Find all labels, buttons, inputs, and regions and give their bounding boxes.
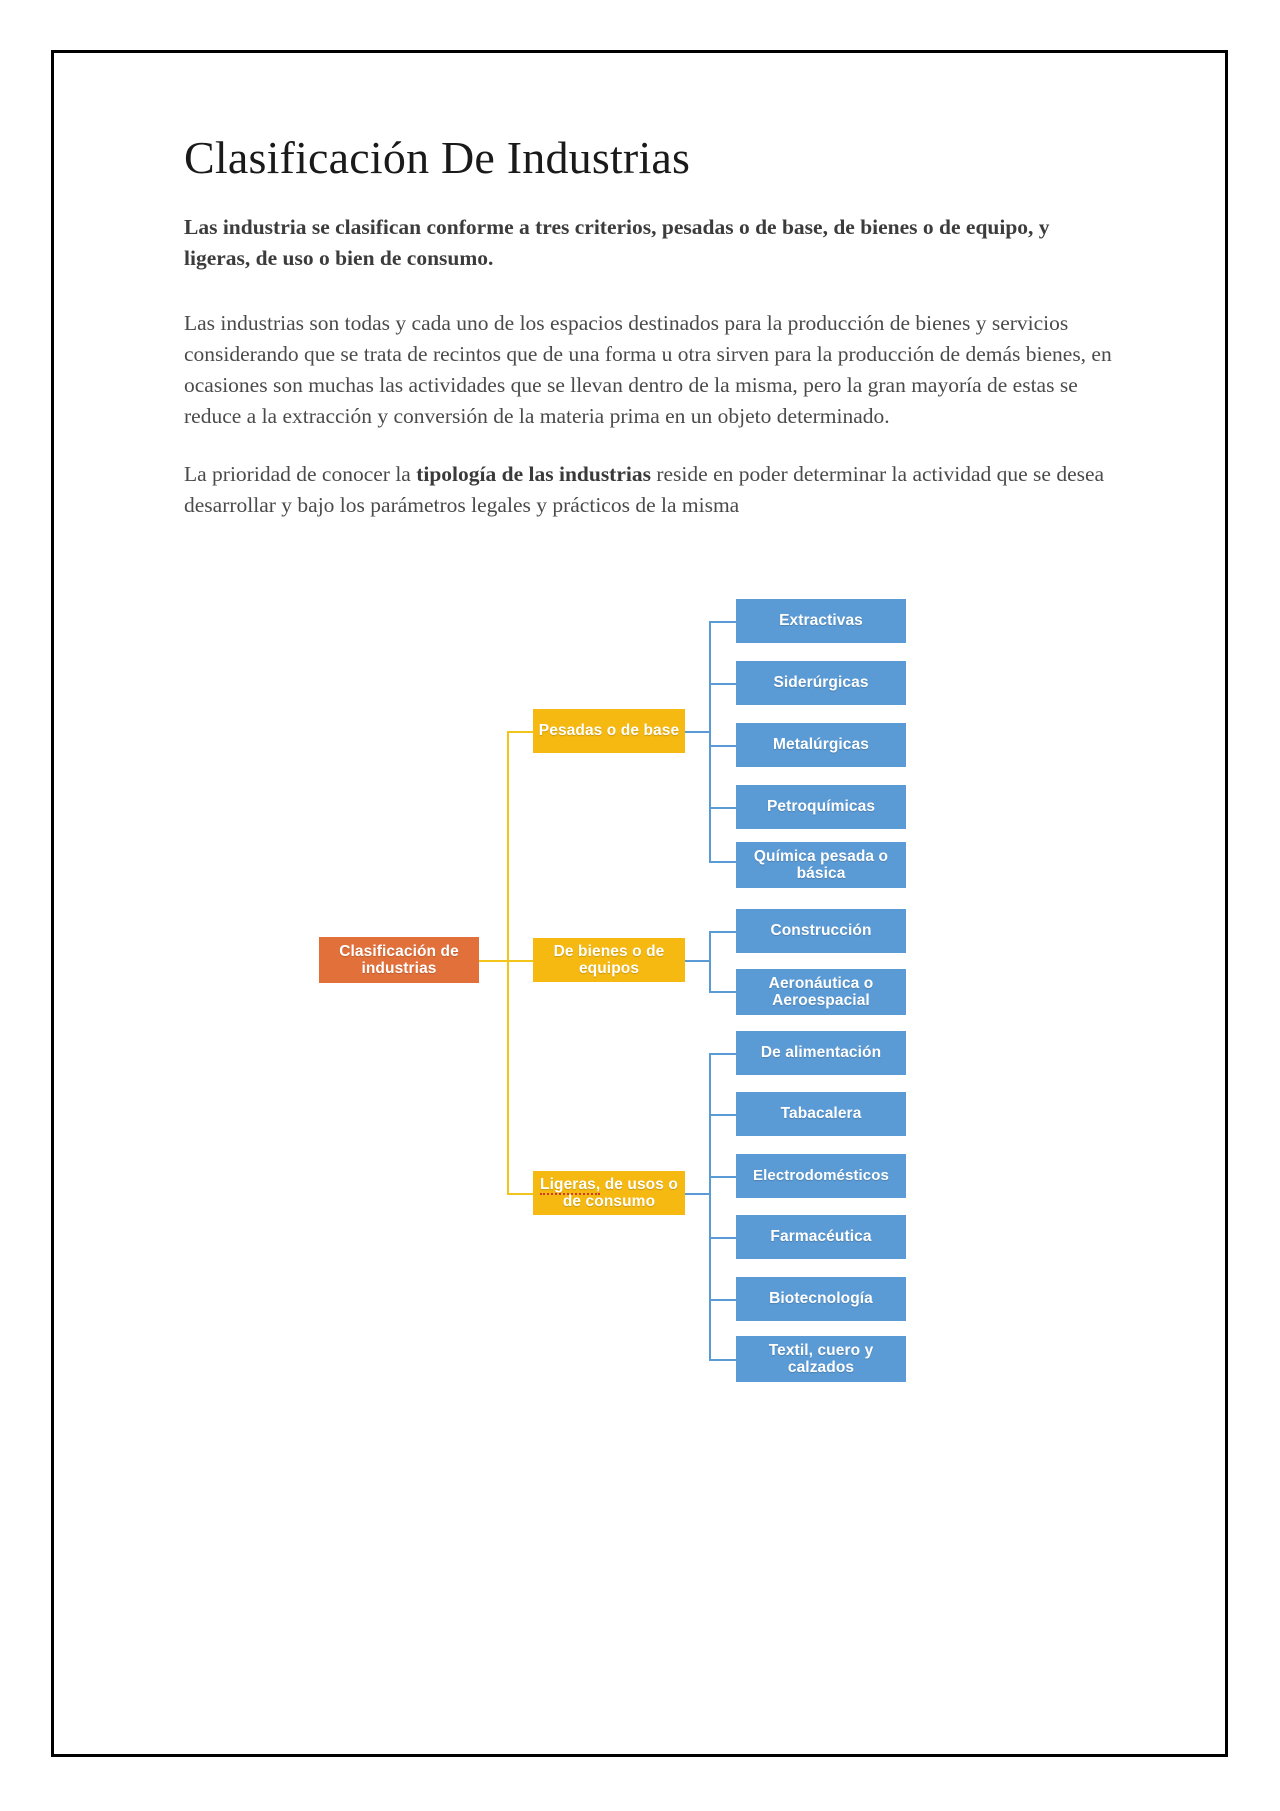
node-leaf-electrodomesticos[interactable]: Electrodomésticos: [736, 1154, 906, 1198]
classification-tree-diagram: Clasificación de industrias Pesadas o de…: [234, 599, 1094, 1473]
node-branch-bienes-label: De bienes o de equipos: [553, 942, 665, 977]
connector-leaf-construccion: [709, 931, 736, 933]
node-leaf-aeronautica[interactable]: Aeronáutica o Aeroespacial: [736, 969, 906, 1015]
node-leaf-textil-label: Textil, cuero y calzados: [768, 1341, 874, 1376]
connector-leaf-biotecnologia: [709, 1299, 736, 1301]
node-leaf-petroquimicas[interactable]: Petroquímicas: [736, 785, 906, 829]
connector-leaf-electrodomesticos: [709, 1176, 736, 1178]
connector-leaf-farmaceutica: [709, 1237, 736, 1239]
node-leaf-siderurgicas[interactable]: Siderúrgicas: [736, 661, 906, 705]
node-leaf-aeronautica-label: Aeronáutica o Aeroespacial: [768, 974, 874, 1009]
connector-branch-3: [507, 1193, 533, 1195]
node-leaf-metalurgicas-label: Metalúrgicas: [773, 736, 869, 754]
spellcheck-underline: Ligeras,: [540, 1175, 601, 1195]
connector-leaf-aeronautica: [709, 991, 736, 993]
node-root-label: Clasificación de industrias: [339, 942, 459, 977]
node-leaf-tabacalera-label: Tabacalera: [780, 1105, 862, 1123]
node-leaf-alimentacion[interactable]: De alimentación: [736, 1031, 906, 1075]
node-leaf-alimentacion-label: De alimentación: [760, 1044, 882, 1062]
connector-group2-stub: [685, 960, 709, 962]
connector-leaf-metalurgicas: [709, 745, 736, 747]
node-leaf-electrodomesticos-label: Electrodomésticos: [753, 1166, 889, 1184]
node-leaf-siderurgicas-label: Siderúrgicas: [773, 674, 869, 692]
connector-leaf-siderurgicas: [709, 683, 736, 685]
node-branch-ligeras-label: Ligeras, de usos o de consumo: [540, 1175, 678, 1210]
node-leaf-construccion-label: Construcción: [770, 922, 872, 940]
connector-group1-stub: [685, 731, 709, 733]
connector-leaf-petroquimicas: [709, 807, 736, 809]
node-leaf-quimica-pesada-label: Química pesada o básica: [753, 847, 889, 882]
body-paragraph-2: La prioridad de conocer la tipología de …: [184, 459, 1114, 521]
paragraph-suffix: reside en poder determinar la actividad …: [184, 461, 1105, 517]
node-branch-pesadas-label: Pesadas o de base: [538, 722, 680, 740]
node-leaf-extractivas-label: Extractivas: [779, 612, 863, 630]
connector-branch-1: [507, 731, 533, 733]
node-leaf-tabacalera[interactable]: Tabacalera: [736, 1092, 906, 1136]
connector-leaf-alimentacion: [709, 1053, 736, 1055]
node-leaf-petroquimicas-label: Petroquímicas: [766, 798, 876, 816]
body-paragraph-1: Las industrias son todas y cada uno de l…: [184, 310, 1112, 429]
connector-group1-spine: [709, 621, 711, 861]
connector-leaf-tabacalera: [709, 1114, 736, 1116]
page-frame: Clasificación De Industrias Las industri…: [51, 50, 1228, 1757]
node-leaf-construccion[interactable]: Construcción: [736, 909, 906, 953]
paragraph-bold-phrase: tipología de las industrias: [416, 461, 651, 486]
page-title: Clasificación De Industrias: [184, 132, 691, 183]
node-root[interactable]: Clasificación de industrias: [319, 937, 479, 983]
node-leaf-farmaceutica[interactable]: Farmacéutica: [736, 1215, 906, 1259]
connector-group3-spine: [709, 1053, 711, 1359]
connector-root-spine: [507, 731, 509, 1193]
connector-group3-stub: [685, 1193, 709, 1195]
lead-paragraph: Las industria se clasifican conforme a t…: [184, 214, 1050, 270]
node-leaf-quimica-pesada[interactable]: Química pesada o básica: [736, 842, 906, 888]
connector-group2-spine: [709, 931, 711, 991]
node-leaf-farmaceutica-label: Farmacéutica: [770, 1228, 872, 1246]
connector-leaf-quimica: [709, 861, 736, 863]
connector-root-stub: [479, 960, 507, 962]
node-leaf-biotecnologia[interactable]: Biotecnología: [736, 1277, 906, 1321]
connector-branch-2: [507, 960, 533, 962]
node-branch-bienes[interactable]: De bienes o de equipos: [533, 938, 685, 982]
connector-leaf-textil: [709, 1359, 736, 1361]
document-body: Clasificación De Industrias Las industri…: [184, 132, 1114, 547]
connector-leaf-extractivas: [709, 621, 736, 623]
node-branch-pesadas[interactable]: Pesadas o de base: [533, 709, 685, 753]
node-branch-ligeras[interactable]: Ligeras, de usos o de consumo: [533, 1171, 685, 1215]
node-leaf-extractivas[interactable]: Extractivas: [736, 599, 906, 643]
node-leaf-metalurgicas[interactable]: Metalúrgicas: [736, 723, 906, 767]
paragraph-prefix: La prioridad de conocer la: [184, 461, 417, 486]
node-leaf-textil[interactable]: Textil, cuero y calzados: [736, 1336, 906, 1382]
node-leaf-biotecnologia-label: Biotecnología: [769, 1290, 873, 1308]
